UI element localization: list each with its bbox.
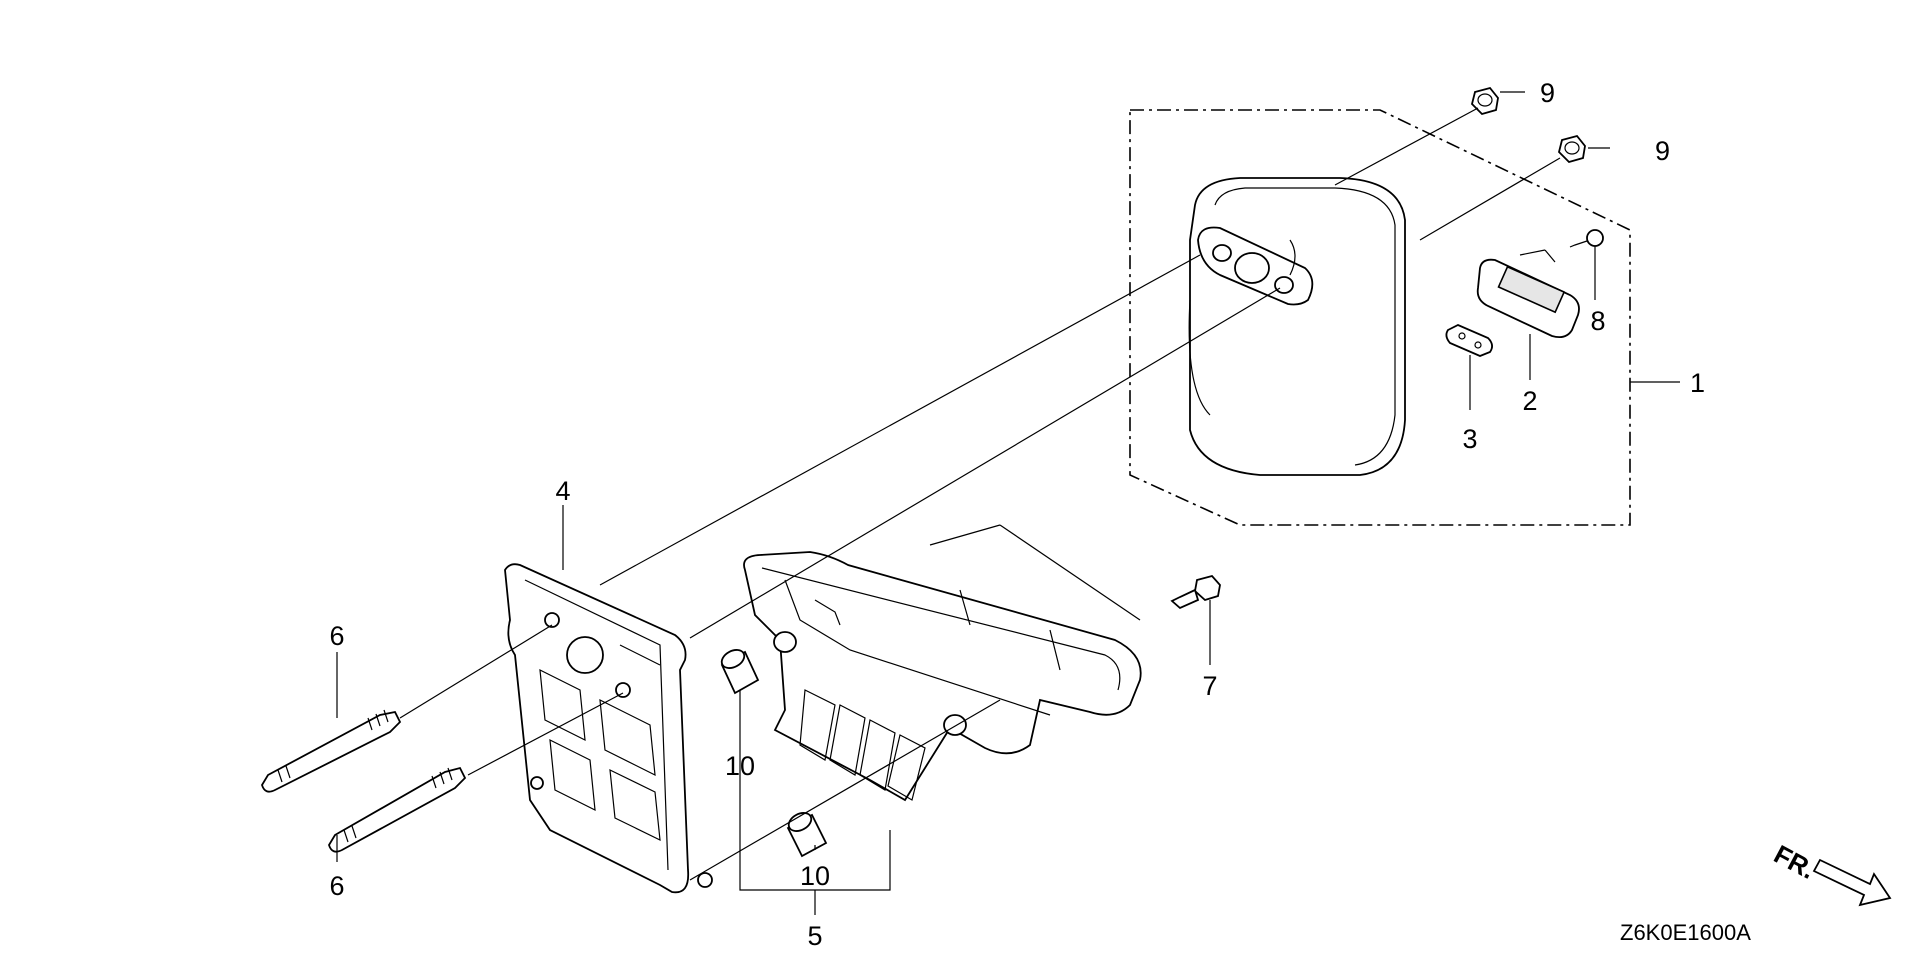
callout-8: 8: [1590, 306, 1605, 336]
gasket: [1445, 324, 1493, 357]
callout-9-lower: 9: [1655, 136, 1670, 166]
muffler-guard: [743, 551, 1142, 802]
spark-arrester-plate: [1476, 249, 1580, 339]
callout-2: 2: [1522, 386, 1537, 416]
callout-7: 7: [1202, 671, 1217, 701]
leader-lines-muffler: [1334, 107, 1561, 410]
front-direction-arrow: [1812, 858, 1892, 907]
callout-6-lower: 6: [329, 871, 344, 901]
callout-6-upper: 6: [329, 621, 344, 651]
callout-10-lower: 10: [800, 861, 830, 891]
muffler-assembly-boundary: [1129, 109, 1680, 526]
muffler-protector-plate: [504, 563, 713, 894]
stud-bolt-lower: [328, 766, 467, 853]
front-direction-label: FR.: [1769, 839, 1820, 885]
callout-1: 1: [1690, 368, 1705, 398]
callout-5: 5: [807, 921, 822, 951]
drawing-code: Z6K0E1600A: [1620, 920, 1751, 945]
collar-upper: [720, 649, 760, 695]
callout-10-upper: 10: [725, 751, 755, 781]
flange-nut-lower: [1558, 134, 1610, 164]
callout-4: 4: [555, 476, 570, 506]
callout-9-upper: 9: [1540, 78, 1555, 108]
muffler-body: [1188, 177, 1406, 476]
collar-lower: [786, 812, 828, 858]
flange-bolt: [1170, 574, 1221, 665]
stud-bolt-upper: [261, 709, 402, 793]
leader-lines-assembly: [336, 254, 1281, 915]
callout-3: 3: [1462, 424, 1477, 454]
flange-nut-upper: [1471, 86, 1525, 116]
tapping-screw: [1569, 229, 1604, 300]
